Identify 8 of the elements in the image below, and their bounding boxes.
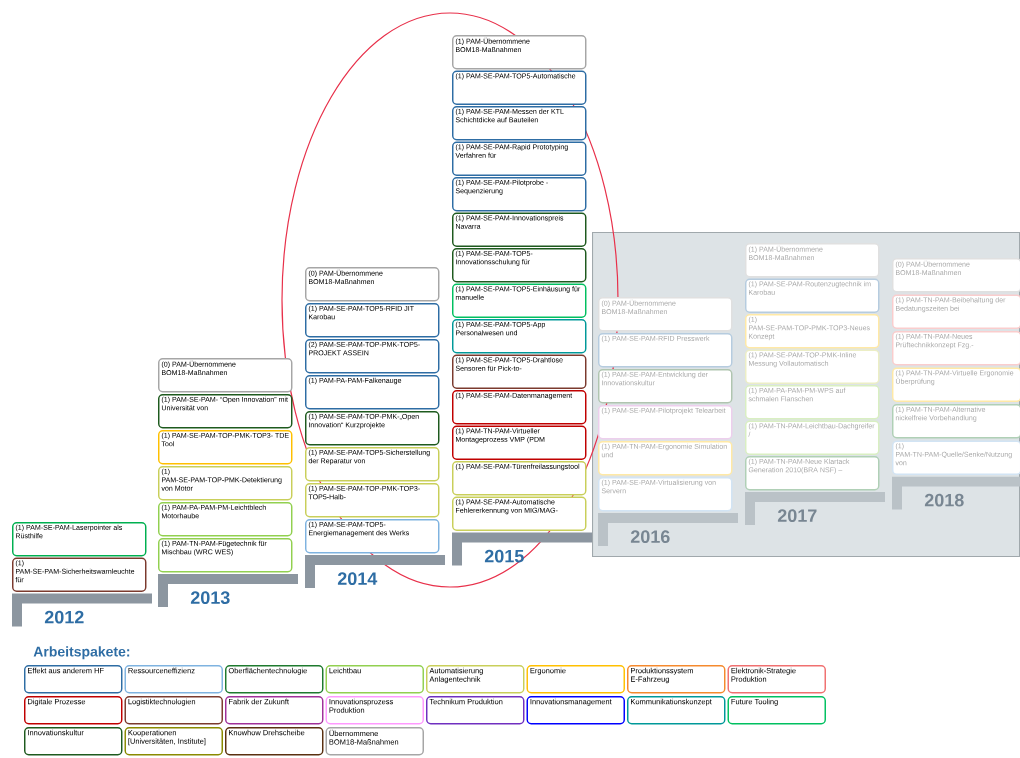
year-label: 2012 xyxy=(44,610,84,624)
year-label: 2017 xyxy=(777,509,817,522)
year-label: 2013 xyxy=(190,591,230,605)
year-label: 2014 xyxy=(337,572,378,585)
year-label: 2015 xyxy=(484,549,524,563)
legend-title: Arbeitspakete: xyxy=(33,646,130,660)
year-label: 2016 xyxy=(630,530,670,543)
year-label: 2018 xyxy=(924,493,964,507)
